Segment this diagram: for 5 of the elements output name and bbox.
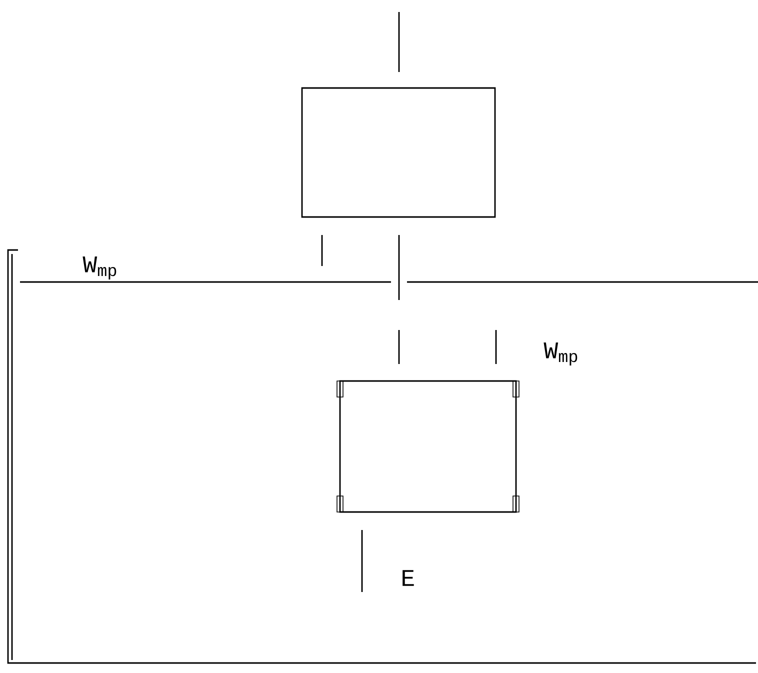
symbol-label: W$_{mp}$ — [544, 342, 578, 366]
symbol-label: W$_{mp}$ — [82, 256, 116, 280]
box — [336, 380, 520, 513]
symbol-label: E — [402, 570, 414, 586]
box — [301, 87, 496, 218]
